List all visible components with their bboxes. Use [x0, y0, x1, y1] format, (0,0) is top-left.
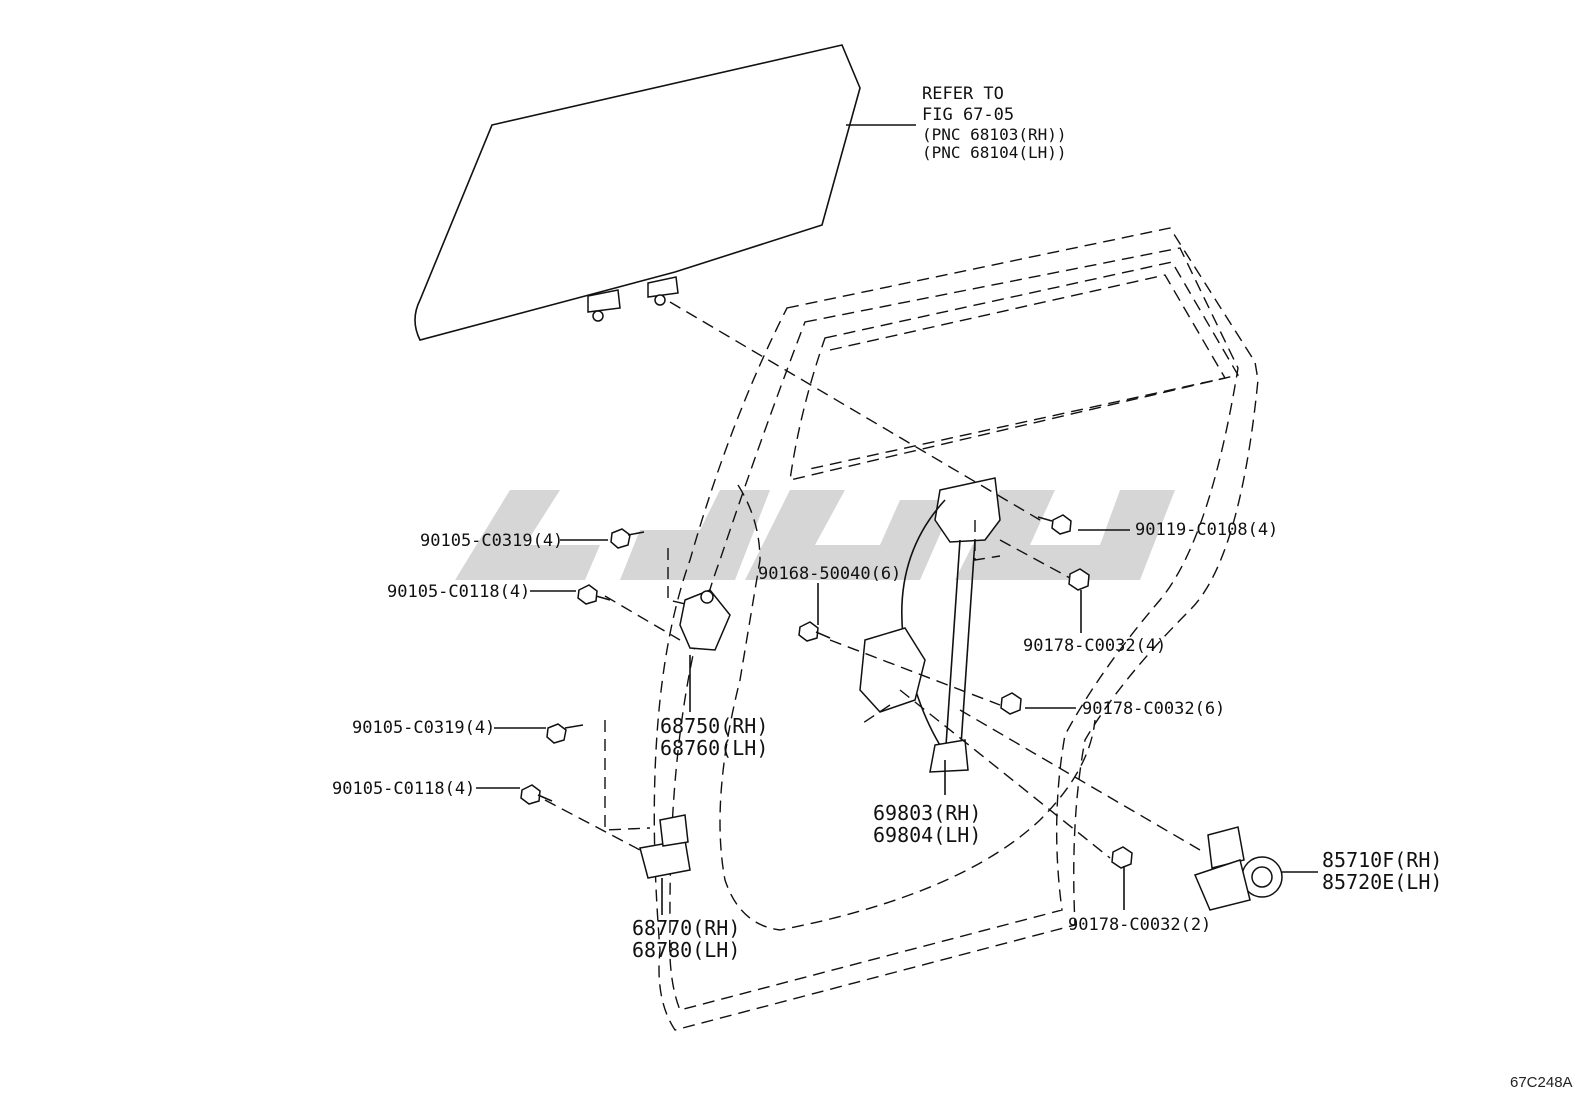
label-90105-c0319-lower[interactable]: 90105-C0319(4)	[352, 718, 496, 738]
bolt-90119-icon	[1037, 514, 1072, 535]
bolt-90105-c0319-lower-icon	[546, 723, 584, 744]
label-69803[interactable]: 69803(RH)	[873, 801, 982, 825]
door-glass	[414, 44, 861, 341]
label-90178-c0032-4[interactable]: 90178-C0032(4)	[1023, 636, 1167, 656]
label-90168-50040[interactable]: 90168-50040(6)	[758, 564, 902, 584]
watermark-logo	[455, 490, 1175, 580]
label-90178-c0032-2[interactable]: 90178-C0032(2)	[1068, 915, 1212, 935]
label-68760[interactable]: 68760(LH)	[660, 736, 769, 760]
bolt-90105-c0118-lower-icon	[520, 784, 553, 805]
regulator-motor	[1193, 826, 1283, 911]
label-85720e[interactable]: 85720E(LH)	[1322, 870, 1443, 894]
label-90105-c0319-upper[interactable]: 90105-C0319(4)	[420, 531, 564, 551]
label-90119-c0108[interactable]: 90119-C0108(4)	[1135, 520, 1279, 540]
refer-line-1: REFER TO	[922, 84, 1004, 104]
label-90105-c0118-upper[interactable]: 90105-C0118(4)	[387, 582, 531, 602]
label-90105-c0118-lower[interactable]: 90105-C0118(4)	[332, 779, 476, 799]
bolt-90168-icon	[798, 621, 831, 642]
lower-hinge	[639, 814, 691, 879]
label-90178-c0032-6[interactable]: 90178-C0032(6)	[1082, 699, 1226, 719]
refer-line-2: FIG 67-05	[922, 105, 1015, 125]
bolt-90105-c0319-upper-icon	[610, 528, 645, 549]
nut-90178-2-icon	[1111, 846, 1133, 869]
leader-lines	[476, 124, 1318, 915]
upper-hinge	[679, 589, 731, 651]
label-85710f[interactable]: 85710F(RH)	[1322, 848, 1443, 872]
door-outline	[653, 227, 1259, 1031]
refer-line-4: (PNC 68104(LH))	[922, 143, 1067, 162]
fasteners	[520, 514, 1133, 869]
figure-id: 67C248A	[1510, 1074, 1573, 1091]
label-68780[interactable]: 68780(LH)	[632, 938, 741, 962]
label-69804[interactable]: 69804(LH)	[873, 823, 982, 847]
nut-90178-6-icon	[1000, 692, 1022, 715]
label-68770[interactable]: 68770(RH)	[632, 916, 741, 940]
refer-line-3: (PNC 68103(RH))	[922, 125, 1067, 144]
window-regulator	[859, 477, 1001, 773]
nut-90178-4-icon	[1068, 568, 1090, 591]
label-68750[interactable]: 68750(RH)	[660, 714, 769, 738]
bolt-90105-c0118-upper-icon	[577, 584, 611, 605]
